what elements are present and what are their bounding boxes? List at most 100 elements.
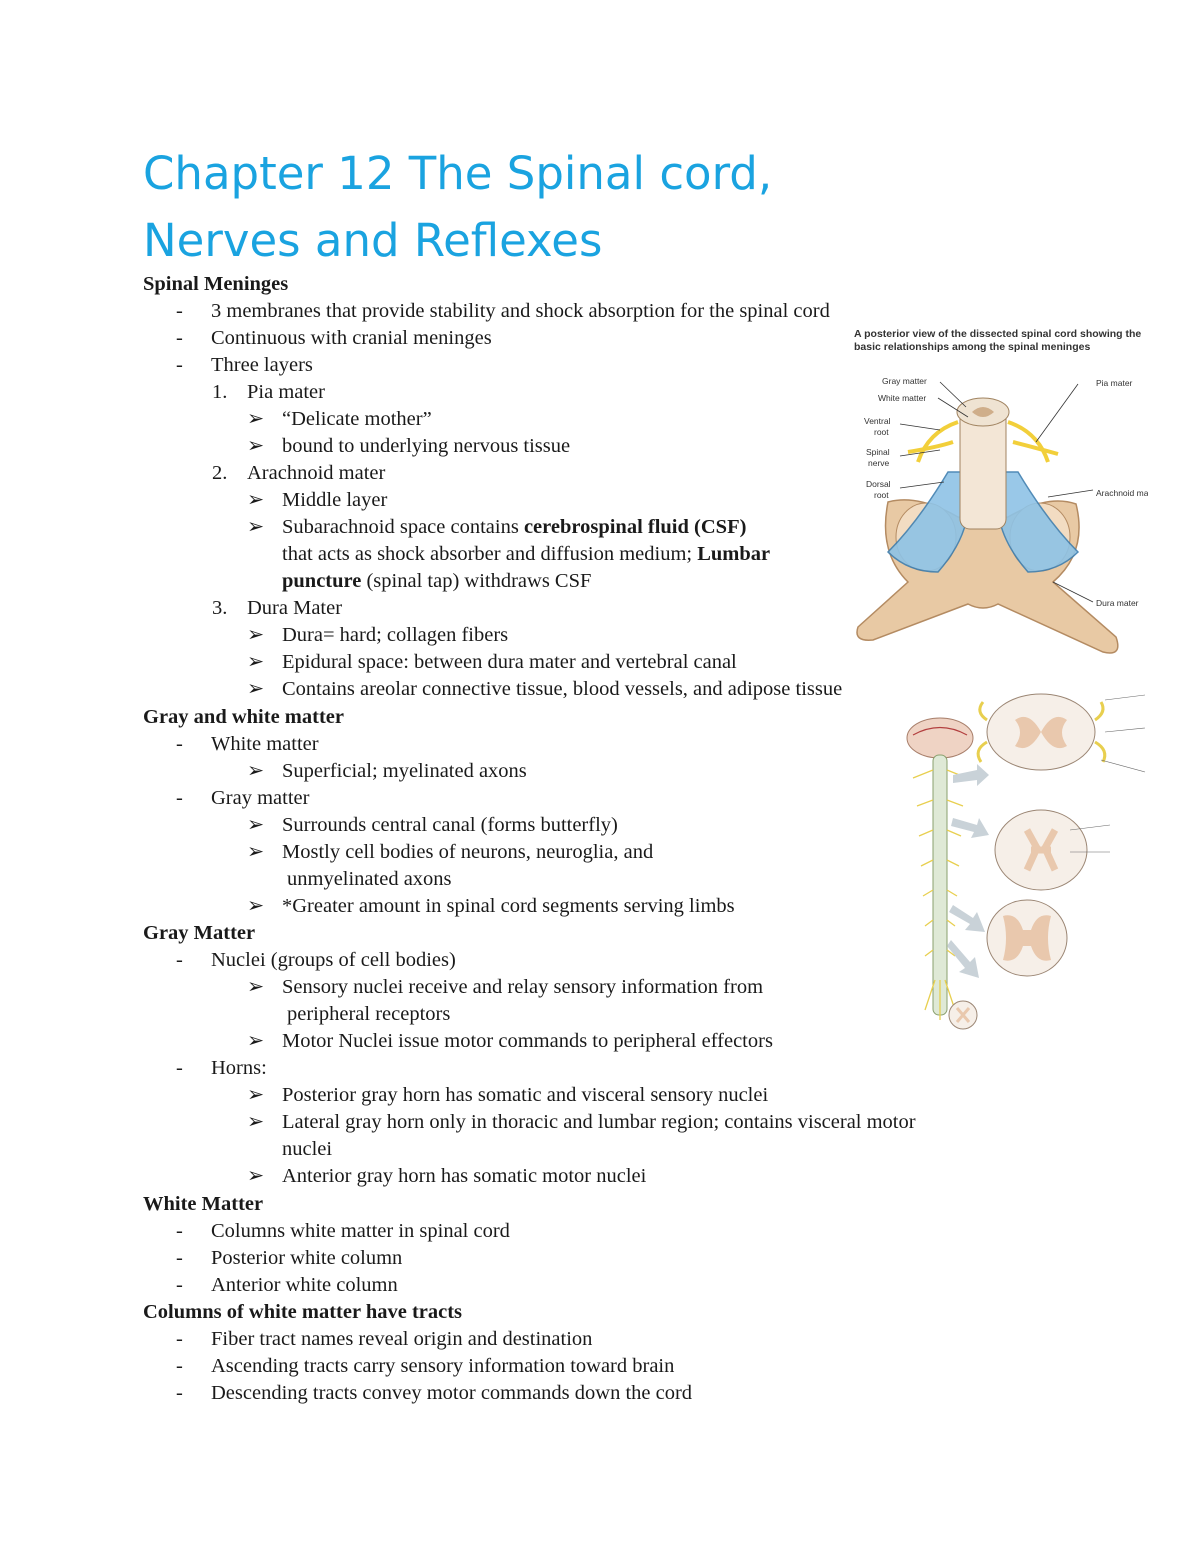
dash-marker: - [176,1220,183,1242]
arrow-text: Lateral gray horn only in thoracic and l… [282,1111,916,1133]
leader-line [1052,581,1094,603]
number-marker: 3. [212,597,228,619]
label-spinal-line-1: Spinal [866,447,890,457]
leader-line [1035,383,1079,443]
arrow-text: Epidural space: between dura mater and v… [282,651,737,673]
arrow-icon [949,905,985,932]
arrow-bullet-icon: ➢ [247,408,265,430]
figure-caption-line-2: basic relationships among the spinal men… [854,341,1090,353]
arrow-text: puncture (spinal tap) withdraws CSF [282,568,591,595]
leader-line [899,423,941,431]
bullet-text: Three layers [211,354,313,376]
dash-marker: - [176,300,183,322]
label-ventral-line-2: root [874,427,889,437]
arrow-text: Anterior gray horn has somatic motor nuc… [282,1165,647,1187]
arrow-text: that acts as shock absorber and diffusio… [282,541,770,568]
arrow-text: Surrounds central canal (forms butterfly… [282,814,618,836]
arrow-bullet-icon: ➢ [247,1111,265,1133]
leader-line [1069,824,1111,831]
arrow-bullet-icon: ➢ [247,435,265,457]
bullet-text: Posterior white column [211,1247,403,1269]
label-pia-mater: Pia mater [1096,378,1133,388]
heading-gray-matter: Gray Matter [143,922,256,944]
bold-term: Lumbar [697,543,771,565]
heading-spinal-meninges: Spinal Meninges [143,273,289,295]
cervical-gray-matter [1015,716,1067,749]
arrow-bullet-icon: ➢ [247,760,265,782]
dash-marker: - [176,1382,183,1404]
figure-caption-line-1: A posterior view of the dissected spinal… [854,328,1141,340]
nerve-roots [907,420,1059,463]
label-arachnoid-mater: Arachnoid mater [1096,488,1148,498]
leader-line [899,481,945,489]
arrow-bullet-icon: ➢ [247,624,265,646]
arrow-text: “Delicate mother” [282,408,432,430]
arrow-bullet-icon: ➢ [247,489,265,511]
nerve-lines [912,769,968,1020]
lumbar-gray-matter [1003,915,1051,961]
arrow-text: Middle layer [282,489,388,511]
leader-lines [899,381,1094,603]
leader-line [937,397,969,418]
arrow-text: unmyelinated axons [287,868,452,890]
arrow-text: nuclei [282,1138,333,1160]
arrow-bullet-icon: ➢ [247,678,265,700]
meninges-figure: A posterior view of the dissected spinal… [854,328,1148,654]
heading-columns-tracts: Columns of white matter have tracts [143,1301,463,1323]
arrow-bullet-icon: ➢ [247,516,265,538]
arrow-bullet-icon: ➢ [247,651,265,673]
heading-gray-and-white-matter: Gray and white matter [143,706,344,728]
leader-line [1100,759,1146,773]
arrow-bullet-icon: ➢ [247,895,265,917]
arrow-text: peripheral receptors [287,1003,451,1025]
heading-white-matter: White Matter [143,1193,264,1215]
label-dura-mater: Dura mater [1096,598,1139,608]
dash-marker: - [176,949,183,971]
arrow-text: Sensory nuclei receive and relay sensory… [282,976,764,998]
arrow-bullet-icon: ➢ [247,841,265,863]
dash-marker: - [176,1328,183,1350]
bullet-text: White matter [211,733,319,755]
gray-matter-butterfly [972,407,994,417]
page-title: Chapter 12 The Spinal cord, Nerves and R… [143,140,963,274]
bullet-text: Descending tracts convey motor commands … [211,1382,693,1404]
bullet-text: Fiber tract names reveal origin and dest… [211,1328,593,1350]
leader-line [1104,694,1146,701]
bullet-text: Horns: [211,1057,267,1079]
arrow-bullet-icon: ➢ [247,1030,265,1052]
bullet-text: Ascending tracts carry sensory informati… [211,1355,675,1377]
dash-marker: - [176,1274,183,1296]
label-spinal-line-2: nerve [868,458,890,468]
text-run: Subarachnoid space contains [282,516,524,538]
arrow-bullet-icon: ➢ [247,814,265,836]
arrow-text: Superficial; myelinated axons [282,760,527,782]
leader-line [1104,727,1146,733]
leader-line [939,381,967,408]
nerve-root-right [1007,420,1050,463]
brainstem-shape [906,717,974,759]
label-dorsal-line-1: Dorsal [866,479,891,489]
number-marker: 2. [212,462,228,484]
arrow-bullet-icon: ➢ [247,1165,265,1187]
numbered-text: Pia mater [247,381,325,403]
arrow-text: Posterior gray horn has somatic and visc… [282,1084,769,1106]
cervical-leaders [1100,694,1146,773]
dash-marker: - [176,1247,183,1269]
bullet-text: 3 membranes that provide stability and s… [211,300,830,322]
segment-arrows [947,764,989,978]
arrow-text: Subarachnoid space contains cerebrospina… [282,514,746,541]
arrow-text: Contains areolar connective tissue, bloo… [282,678,843,700]
bullet-text: Anterior white column [211,1274,398,1296]
arrow-text: Motor Nuclei issue motor commands to per… [282,1030,773,1052]
leader-line [899,449,941,457]
root-line [1094,740,1107,763]
arrow-icon [947,940,979,978]
arrow-bullet-icon: ➢ [247,976,265,998]
leader-line [1047,489,1094,498]
spinal-nerves [912,769,968,1020]
bullet-text: Columns white matter in spinal cord [211,1220,510,1242]
dash-marker: - [176,327,183,349]
bullet-text: Continuous with cranial meninges [211,327,492,349]
dash-marker: - [176,1355,183,1377]
dash-marker: - [176,733,183,755]
